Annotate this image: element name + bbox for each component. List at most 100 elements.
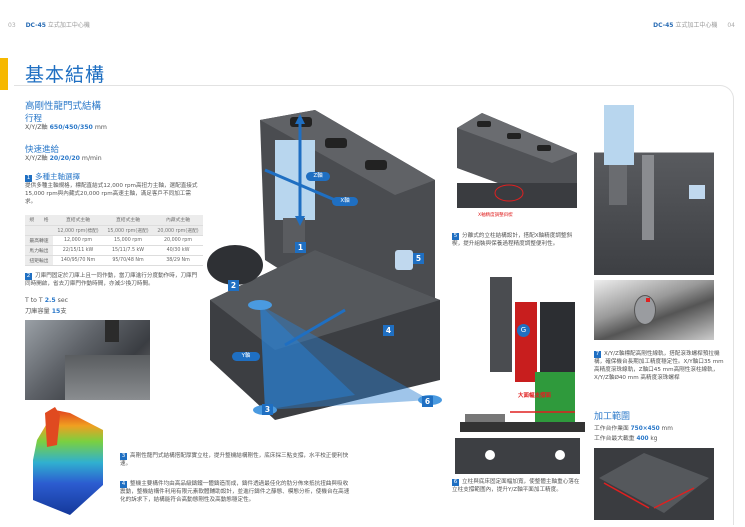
base-block	[457, 183, 577, 208]
travel-label: 行程	[25, 114, 43, 124]
fea-analysis-image	[33, 407, 103, 515]
z-arrow-head	[295, 114, 305, 124]
table-header-cell: 內藏式主軸	[153, 215, 203, 226]
table-area-spec: 工作台作業面 750×450 mm	[594, 425, 673, 434]
max-load-label: 工作台最大載重	[594, 436, 635, 442]
table-cell: 15,000 rpm	[103, 235, 153, 246]
base-plate	[460, 422, 585, 432]
spindle-table-subheader: 12,000 rpm(標配) 15,000 rpm(選配) 20,000 rpm…	[25, 225, 203, 236]
z-axis-label: Z軸	[306, 172, 330, 181]
worktable-dimension-image	[594, 448, 714, 520]
rapid-prefix: X/Y/Z軸	[25, 155, 48, 162]
wide-base-label: 大面幅支撐面	[518, 393, 552, 399]
spindle-shape	[105, 320, 119, 342]
gravity-center-marker: G	[517, 324, 530, 337]
max-load-value: 400	[636, 436, 649, 442]
y-axis-label: Y軸	[232, 352, 260, 361]
t2t-label: T to T	[25, 297, 43, 304]
tool-change-time: T to T 2.5 sec	[25, 296, 68, 306]
column-pocket	[325, 138, 347, 148]
fea-body	[33, 410, 103, 515]
header-right: DC-45 立式加工中心機 04	[653, 20, 743, 29]
travel-spec: X/Y/Z軸 650/450/350 mm	[25, 123, 107, 133]
worktable-top	[599, 453, 709, 513]
table-header-cell: 15,000 rpm(選配)	[103, 225, 153, 236]
callout-3: 3	[262, 404, 273, 415]
rapid-unit: m/min	[81, 155, 102, 162]
callout-1: 1	[295, 242, 306, 253]
t2t-value: 2.5	[44, 297, 56, 304]
table-header-cell: 直結式主軸	[103, 215, 153, 226]
center-of-gravity-diagram	[460, 277, 585, 432]
tool-capacity: 刀庫容量 15支	[25, 307, 67, 317]
z-arrow-head	[295, 216, 305, 226]
tool-magazine-photo	[25, 320, 150, 400]
ball-screw-photo	[594, 280, 714, 340]
feature-2-number: 2	[25, 273, 32, 280]
table-plate	[465, 414, 505, 422]
table-area-label: 工作台作業面	[594, 426, 629, 432]
table-row-label: 最高轉速	[25, 235, 53, 246]
header-title-right: 立式加工中心機	[675, 22, 718, 29]
feature-7-text: X/Y/Z軸標配高剛性線軌，搭配滾珠螺桿預拉機構，確保機台長期加工精度穩定性。X…	[594, 351, 724, 381]
table-row: 馬力輸出 22/15/11 kW 15/11/7.5 kW 40/30 kW	[25, 245, 203, 256]
page-title: 基本結構	[25, 64, 106, 86]
column-side	[540, 302, 575, 372]
page-number-right: 04	[727, 22, 735, 29]
table-header-cell: 直結式主軸	[53, 215, 103, 226]
travel-prefix: X/Y/Z軸	[25, 124, 48, 131]
feature-3-text: 高剛性龍門式結構搭配厚實立柱，提升整機結構剛性，底床採三點支撐，水平校正便利快速…	[120, 453, 349, 467]
spindle-table: 規 格 直結式主軸 直結式主軸 內藏式主軸 12,000 rpm(標配) 15,…	[25, 215, 203, 266]
fea-hotspot	[45, 407, 60, 447]
main-machine-diagram	[207, 110, 442, 420]
table-cell: 22/15/11 kW	[53, 245, 103, 256]
section-heading: 高剛性龍門式結構	[25, 101, 102, 112]
callout-5: 5	[413, 253, 424, 264]
machining-range-heading: 加工範圍	[594, 412, 631, 422]
model-name-left: DC-45	[25, 22, 46, 29]
max-load-spec: 工作台最大載重 400 kg	[594, 435, 657, 444]
capacity-unit: 支	[60, 308, 67, 315]
spindle-column	[490, 277, 512, 372]
column-wedge-image	[457, 113, 577, 208]
z-motor	[689, 185, 705, 199]
content-frame	[14, 85, 734, 525]
table-cell: 95/70/48 Nm	[103, 255, 153, 266]
y-axis-arrow	[284, 308, 346, 347]
column-pocket	[537, 145, 551, 151]
spindle-nose	[609, 165, 627, 205]
x-axis-label: X軸	[332, 197, 358, 206]
table-cell: 15/11/7.5 kW	[103, 245, 153, 256]
column-top	[260, 110, 435, 195]
x-motor	[395, 250, 413, 270]
column-pocket	[365, 160, 387, 170]
capacity-label: 刀庫容量	[25, 308, 50, 315]
callout-2: 2	[228, 280, 239, 291]
dimension-line-y	[653, 487, 695, 509]
feature-1-number: 1	[25, 175, 32, 182]
support-triangle-right	[260, 305, 430, 410]
column-pocket	[477, 121, 491, 127]
table-row-label: 扭矩輸出	[25, 255, 53, 266]
feature-4-number: 4	[120, 481, 127, 488]
feature-5-text: 分離式的立柱結構設計，搭配X軸精度調整斜楔，提升組裝與保養過程精度調整便利性。	[452, 233, 573, 247]
base-green	[535, 372, 575, 422]
table-area-value: 750×450	[630, 426, 660, 432]
feature-2-text: 刀庫門固定於刀庫上且一同作動，當刀庫進行分度動作時，刀庫門同時開啟，省去刀庫門作…	[25, 273, 198, 287]
rapid-spec: X/Y/Z軸 20/20/20 m/min	[25, 154, 102, 164]
red-marker	[646, 298, 650, 302]
feature-4-text: 整機主要構件均由高品級鑄鐵一體鑄造而成，鑄件透過最佳化的肋分佈來抵抗扭曲與吸收震…	[120, 481, 350, 503]
support-foot	[248, 300, 272, 310]
column-pocket	[507, 133, 521, 139]
accent-bar	[0, 58, 8, 90]
ball-nut	[634, 295, 656, 325]
bolt-hole	[485, 450, 495, 460]
feature-3-number: 3	[120, 453, 127, 460]
table-cell: 40/30 kW	[153, 245, 203, 256]
spindle-table-header: 規 格 直結式主軸 直結式主軸 內藏式主軸	[25, 215, 203, 226]
